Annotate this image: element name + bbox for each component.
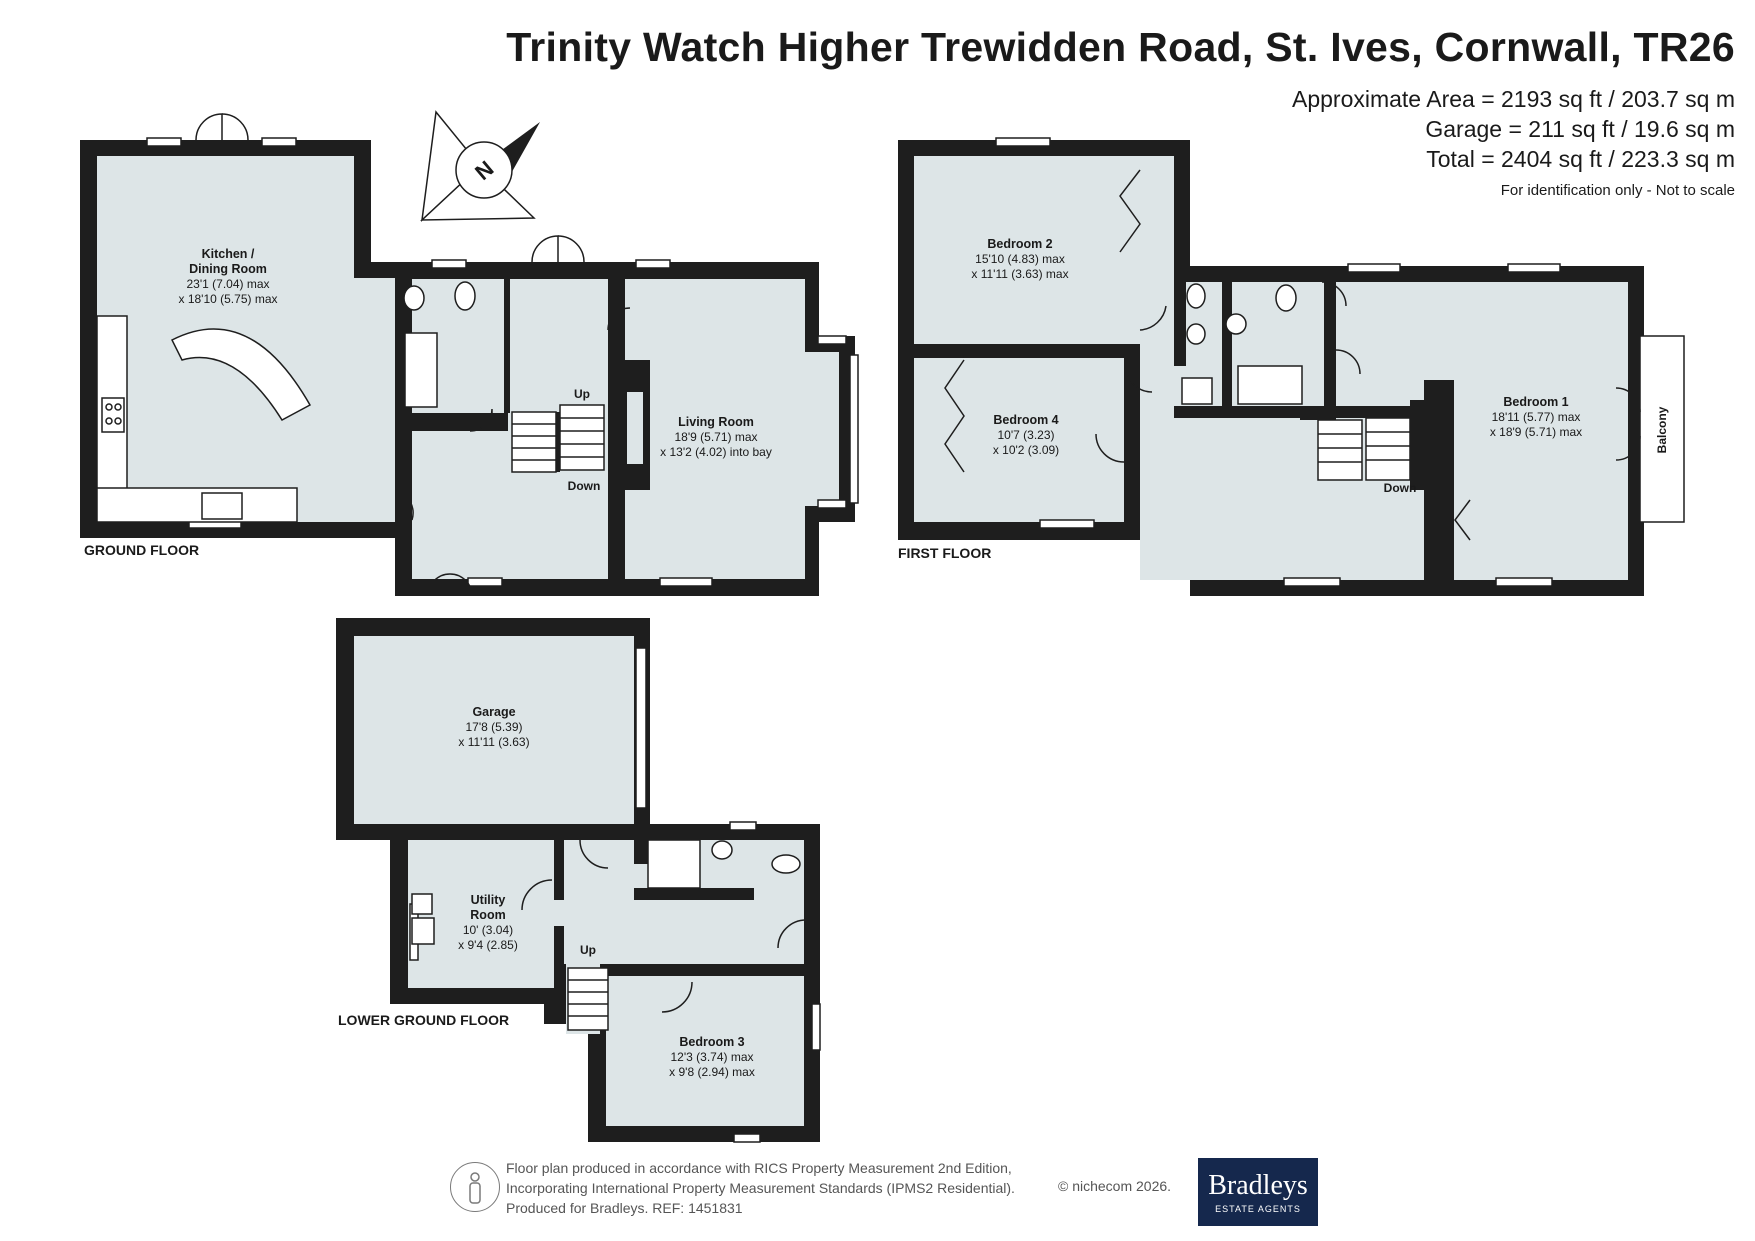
bedroom-1-name: Bedroom 1 — [1503, 395, 1568, 409]
bedroom-4 — [914, 358, 1124, 522]
lower-ground-floor-plan: Garage 17'8 (5.39) x 11'11 (3.63) Utilit… — [336, 618, 821, 1143]
brand-subtitle: ESTATE AGENTS — [1215, 1204, 1301, 1214]
balcony-label: Balcony — [1655, 406, 1669, 453]
brand-name: Bradleys — [1208, 1170, 1308, 1201]
living-room — [625, 279, 805, 579]
living-room-dimension-1: 18'9 (5.71) max — [675, 430, 758, 444]
ground-stairs-down-label: Down — [568, 479, 601, 493]
utility-name-line1: Utility — [471, 893, 506, 907]
footer-line-2: Incorporating International Property Mea… — [506, 1180, 1015, 1196]
bedroom-2-dimension-2: x 11'11 (3.63) max — [971, 267, 1068, 281]
lower-ground-floor-label: LOWER GROUND FLOOR — [338, 1012, 509, 1028]
bradleys-logo: Bradleys ESTATE AGENTS — [1198, 1158, 1318, 1226]
utility-dimension-2: x 9'4 (2.85) — [458, 938, 518, 952]
ground-floor-label: GROUND FLOOR — [84, 542, 199, 558]
ground-stairs-up-label: Up — [574, 387, 590, 401]
bedroom-1-dimension-1: 18'11 (5.77) max — [1492, 410, 1581, 424]
first-floor-plan: Balcony Bedroom 2 15'10 (4.83) max x 11'… — [898, 137, 1685, 596]
bedroom-4-name: Bedroom 4 — [993, 413, 1058, 427]
bedroom-4-dimension-2: x 10'2 (3.09) — [993, 443, 1059, 457]
approximate-area: Approximate Area = 2193 sq ft / 203.7 sq… — [1291, 86, 1735, 112]
footer-line-3: Produced for Bradleys. REF: 1451831 — [506, 1200, 743, 1216]
bedroom-2 — [914, 156, 1174, 344]
compass: N — [420, 110, 540, 222]
garage-name: Garage — [472, 705, 515, 719]
living-room-dimension-2: x 13'2 (4.02) into bay — [660, 445, 772, 459]
bedroom-3-dimension-1: 12'3 (3.74) max — [671, 1050, 754, 1064]
footer-line-1: Floor plan produced in accordance with R… — [506, 1160, 1012, 1176]
bedroom-2-name: Bedroom 2 — [987, 237, 1052, 251]
ground-floor-plan: Kitchen / Dining Room 23'1 (7.04) max x … — [80, 113, 859, 597]
bedroom-4-dimension-1: 10'7 (3.23) — [998, 428, 1055, 442]
kitchen-dimension-2: x 18'10 (5.75) max — [178, 292, 277, 306]
garage-area: Garage = 211 sq ft / 19.6 sq m — [1425, 116, 1735, 142]
copyright-notice: © nichecom 2026. — [1058, 1178, 1172, 1194]
bedroom-3-name: Bedroom 3 — [679, 1035, 744, 1049]
bedroom-3-dimension-2: x 9'8 (2.94) max — [669, 1065, 755, 1079]
utility-name-line2: Room — [470, 908, 505, 922]
garage-dimension-1: 17'8 (5.39) — [466, 720, 523, 734]
bedroom-2-dimension-1: 15'10 (4.83) max — [975, 252, 1065, 266]
kitchen-dimension-1: 23'1 (7.04) max — [187, 277, 270, 291]
total-area: Total = 2404 sq ft / 223.3 sq m — [1426, 146, 1735, 172]
utility-dimension-1: 10' (3.04) — [463, 923, 513, 937]
garage-dimension-2: x 11'11 (3.63) — [458, 735, 529, 749]
first-stairs-down-label: Down — [1384, 481, 1417, 495]
footer: Floor plan produced in accordance with R… — [450, 1158, 1318, 1228]
property-title: Trinity Watch Higher Trewidden Road, St.… — [506, 24, 1735, 70]
footer-credits: Floor plan produced in accordance with R… — [506, 1158, 1015, 1218]
lower-stairs-up-label: Up — [580, 943, 596, 957]
living-room-name: Living Room — [678, 415, 754, 429]
garage — [354, 636, 634, 824]
person-icon — [450, 1162, 500, 1212]
scale-disclaimer: For identification only - Not to scale — [1500, 182, 1735, 199]
kitchen-name-line1: Kitchen / — [202, 247, 255, 261]
kitchen-name-line2: Dining Room — [189, 262, 267, 276]
first-floor-label: FIRST FLOOR — [898, 545, 991, 561]
bedroom-3 — [606, 976, 804, 1126]
bedroom-1-dimension-2: x 18'9 (5.71) max — [1490, 425, 1582, 439]
